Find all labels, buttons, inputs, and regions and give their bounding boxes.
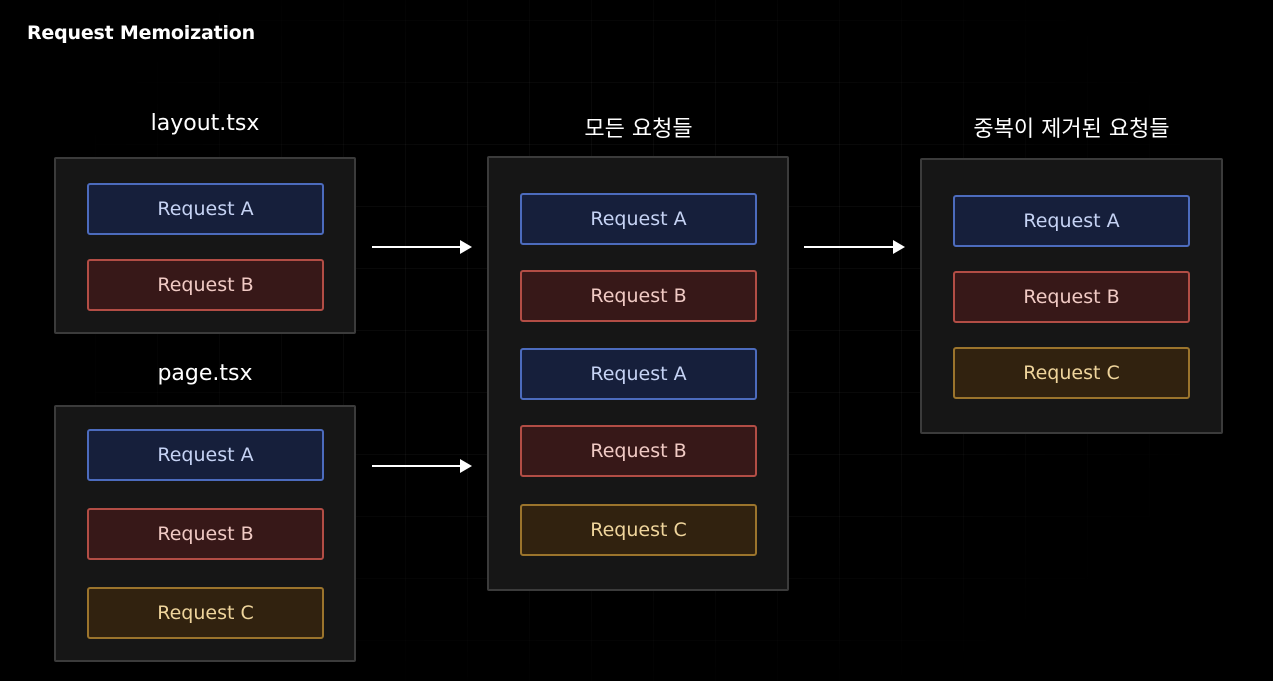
page-panel: Request A Request B Request C [54, 405, 356, 662]
page-request-b: Request B [87, 508, 324, 560]
dedup-request-c: Request C [953, 347, 1190, 399]
dedup-request-a: Request A [953, 195, 1190, 247]
layout-request-a: Request A [87, 183, 324, 235]
dedup-request-b: Request B [953, 271, 1190, 323]
page-request-c: Request C [87, 587, 324, 639]
all-request-a-1: Request A [520, 193, 757, 245]
page-title-label: page.tsx [157, 361, 253, 386]
all-request-c: Request C [520, 504, 757, 556]
dedup-panel: Request A Request B Request C [920, 158, 1223, 434]
all-requests-title: 모든 요청들 [584, 117, 693, 142]
arrow-all-to-dedup [804, 240, 905, 254]
layout-panel: Request A Request B [54, 157, 356, 334]
all-requests-panel: Request A Request B Request A Request B … [487, 156, 789, 591]
arrow-layout-to-all [372, 240, 472, 254]
all-request-b-2: Request B [520, 425, 757, 477]
arrow-page-to-all [372, 459, 472, 473]
page-title: Request Memoization [27, 22, 255, 44]
layout-title: layout.tsx [150, 111, 260, 136]
dedup-title: 중복이 제거된 요청들 [973, 117, 1170, 142]
all-request-a-2: Request A [520, 348, 757, 400]
page-request-a: Request A [87, 429, 324, 481]
all-request-b-1: Request B [520, 270, 757, 322]
layout-request-b: Request B [87, 259, 324, 311]
